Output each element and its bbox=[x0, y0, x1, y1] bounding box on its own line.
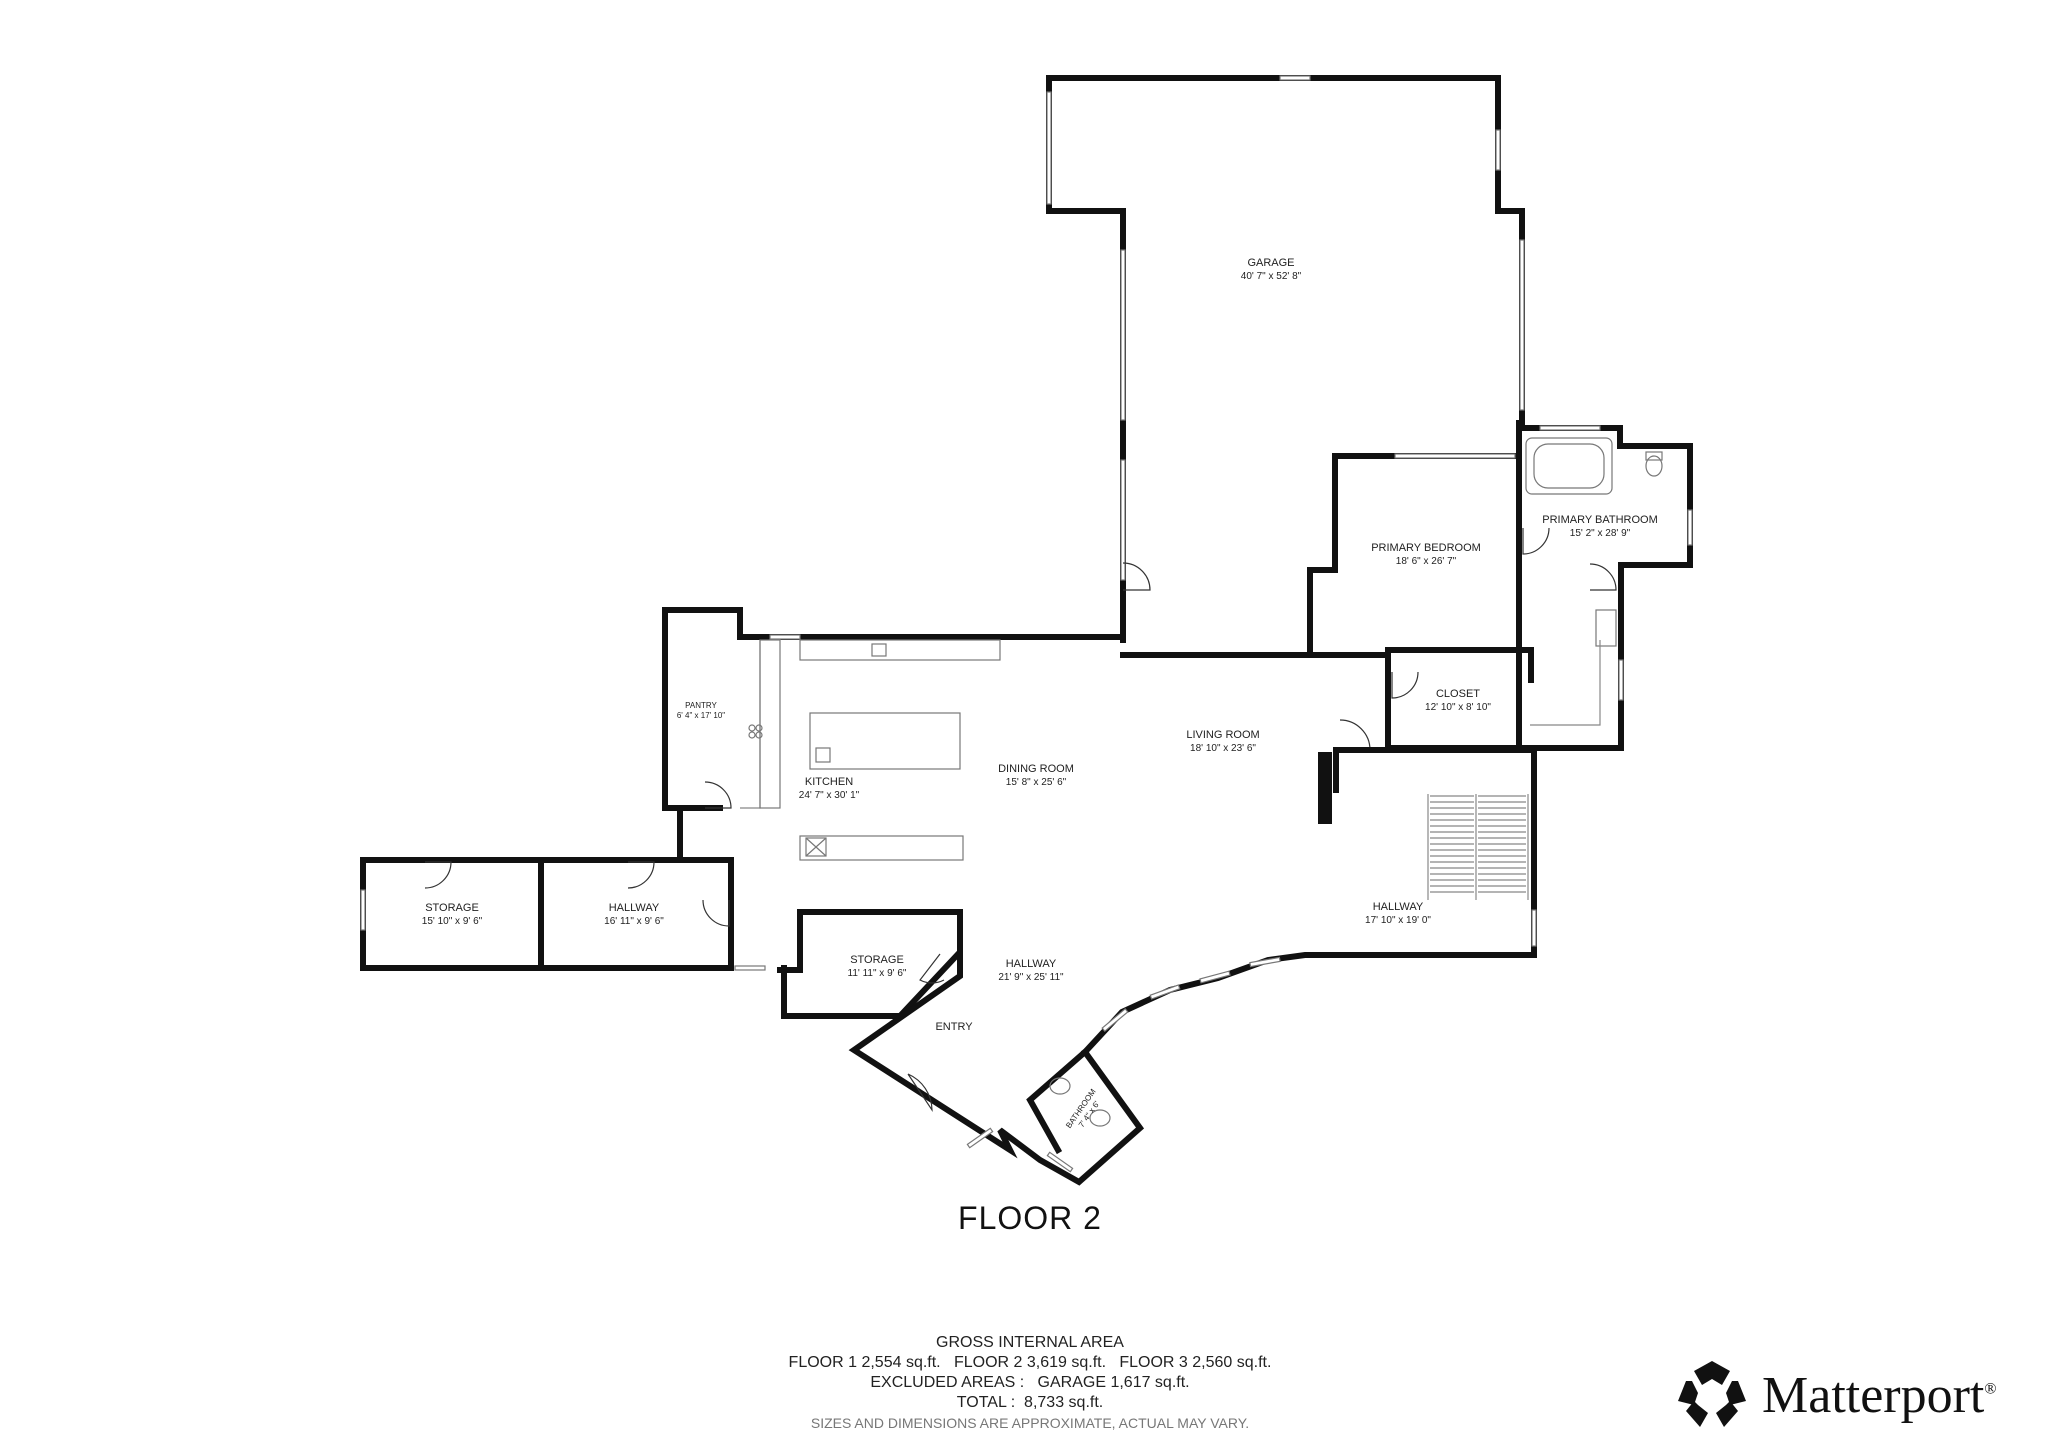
room-name: LIVING ROOM bbox=[1186, 729, 1259, 741]
summary-excluded: EXCLUDED AREAS : GARAGE 1,617 sq.ft. bbox=[870, 1374, 1190, 1391]
room-dimensions: 18' 6" x 26' 7" bbox=[1396, 556, 1457, 567]
room-dimensions: 21' 9" x 25' 11" bbox=[998, 972, 1064, 983]
garage-walls bbox=[1046, 75, 1525, 643]
room-name: GARAGE bbox=[1247, 257, 1294, 269]
room-name: CLOSET bbox=[1436, 688, 1480, 700]
summary-heading: GROSS INTERNAL AREA bbox=[936, 1334, 1124, 1351]
room-label-kitchen: KITCHEN 24' 7" x 30' 1" bbox=[799, 776, 860, 801]
room-label-dining-room: DINING ROOM 15' 8" x 25' 6" bbox=[998, 763, 1074, 788]
entry-bath-walls bbox=[848, 949, 1145, 1186]
room-dimensions: 18' 10" x 23' 6" bbox=[1190, 743, 1256, 754]
room-name: ENTRY bbox=[935, 1021, 973, 1033]
closet-walls bbox=[1385, 647, 1537, 753]
summary-floors: FLOOR 1 2,554 sq.ft. FLOOR 2 3,619 sq.ft… bbox=[788, 1354, 1272, 1371]
room-dimensions: 6' 4" x 17' 10" bbox=[677, 711, 725, 720]
room-label-storage-west: STORAGE 15' 10" x 9' 6" bbox=[422, 902, 483, 927]
room-name: PRIMARY BEDROOM bbox=[1371, 542, 1481, 554]
room-dimensions: 11' 11" x 9' 6" bbox=[848, 968, 907, 979]
room-name: STORAGE bbox=[425, 902, 479, 914]
summary-total: TOTAL : 8,733 sq.ft. bbox=[956, 1394, 1104, 1411]
room-dimensions: 24' 7" x 30' 1" bbox=[799, 790, 860, 801]
room-label-hallway-main: HALLWAY 21' 9" x 25' 11" bbox=[998, 958, 1064, 983]
room-dimensions: 16' 11" x 9' 6" bbox=[604, 916, 664, 927]
matterport-logo-icon bbox=[1678, 1361, 1746, 1427]
room-name: HALLWAY bbox=[609, 902, 660, 914]
summary-disclaimer: SIZES AND DIMENSIONS ARE APPROXIMATE, AC… bbox=[810, 1415, 1250, 1431]
room-name: DINING ROOM bbox=[998, 763, 1074, 775]
room-dimensions: 17' 10" x 19' 0" bbox=[1365, 915, 1431, 926]
room-label-hallway-east: HALLWAY 17' 10" x 19' 0" bbox=[1365, 901, 1431, 926]
room-name: PANTRY bbox=[685, 701, 717, 710]
area-summary: GROSS INTERNAL AREA FLOOR 1 2,554 sq.ft.… bbox=[650, 1333, 1410, 1433]
room-dimensions: 40' 7" x 52' 8" bbox=[1241, 271, 1302, 282]
room-name: PRIMARY BATHROOM bbox=[1542, 514, 1658, 526]
room-label-garage: GARAGE 40' 7" x 52' 8" bbox=[1241, 257, 1302, 282]
stairs bbox=[1427, 794, 1529, 900]
room-labels: GARAGE 40' 7" x 52' 8" PRIMARY BEDROOM 18' … bbox=[422, 257, 1658, 1130]
room-name: HALLWAY bbox=[1006, 958, 1057, 970]
primary-bathroom-walls bbox=[1516, 420, 1693, 753]
south-storage-walls bbox=[777, 909, 963, 1019]
curved-wall bbox=[1080, 747, 1537, 1057]
room-dimensions: 15' 10" x 9' 6" bbox=[422, 916, 483, 927]
room-label-primary-bedroom: PRIMARY BEDROOM 18' 6" x 26' 7" bbox=[1371, 542, 1481, 567]
floor-title: FLOOR 2 bbox=[958, 1200, 1102, 1236]
room-label-closet: CLOSET 12' 10" x 8' 10" bbox=[1425, 688, 1491, 713]
room-name: HALLWAY bbox=[1373, 901, 1424, 913]
room-label-living-room: LIVING ROOM 18' 10" x 23' 6" bbox=[1186, 729, 1259, 754]
room-label-primary-bathroom: PRIMARY BATHROOM 15' 2" x 28' 9" bbox=[1542, 514, 1658, 539]
room-dimensions: 12' 10" x 8' 10" bbox=[1425, 702, 1491, 713]
room-label-entry: ENTRY bbox=[935, 1021, 973, 1033]
room-name: KITCHEN bbox=[805, 776, 853, 788]
room-dimensions: 15' 8" x 25' 6" bbox=[1006, 777, 1067, 788]
room-label-hallway-west: HALLWAY 16' 11" x 9' 6" bbox=[604, 902, 664, 927]
room-dimensions: 15' 2" x 28' 9" bbox=[1570, 528, 1631, 539]
brand-name: Matterport® bbox=[1762, 1366, 1997, 1424]
room-name: STORAGE bbox=[850, 954, 904, 966]
west-storage-hallway-walls bbox=[360, 805, 766, 971]
kitchen-dining-living-walls bbox=[737, 634, 1535, 861]
brand: Matterport® bbox=[1676, 1355, 1997, 1435]
primary-bedroom-walls bbox=[1120, 453, 1522, 753]
room-label-storage-south: STORAGE 11' 11" x 9' 6" bbox=[848, 954, 907, 979]
